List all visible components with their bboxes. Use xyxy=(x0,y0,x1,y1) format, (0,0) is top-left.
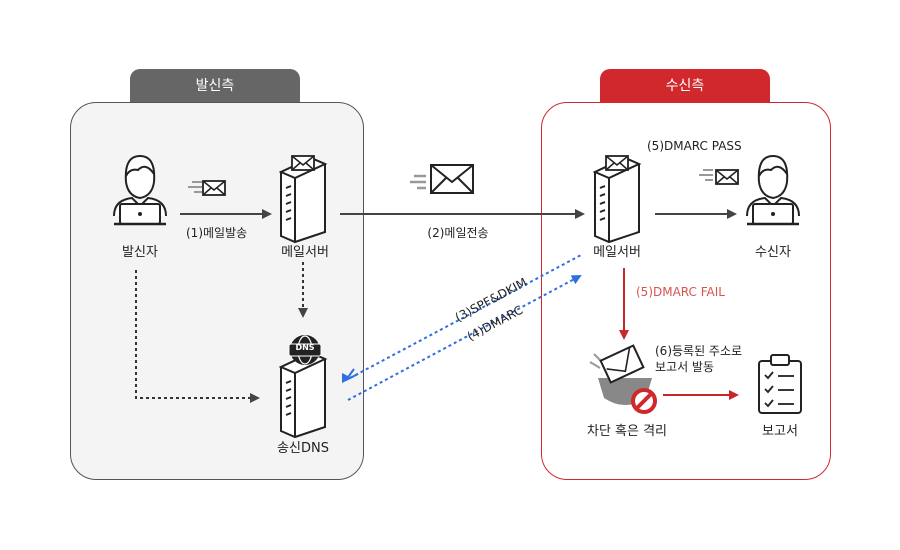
sender-mail-server-label: 메일서버 xyxy=(281,245,329,260)
dmarc-fail-label: (5)DMARC FAIL xyxy=(636,285,725,299)
send-envelope-icon xyxy=(187,180,226,196)
sender-to-dns-arrow xyxy=(135,270,260,403)
sender-side-tab: 발신측 xyxy=(130,69,300,103)
sender-person-icon xyxy=(112,154,168,226)
pass-envelope-icon xyxy=(698,169,739,185)
transfer-envelope-icon xyxy=(410,164,474,194)
receiver-mail-server-icon xyxy=(594,155,640,243)
sender-mail-server-icon xyxy=(280,155,326,243)
dmarc-pass-label: (5)DMARC PASS xyxy=(647,139,742,153)
dns-globe-icon xyxy=(288,335,322,365)
spf-dkim-query-line xyxy=(349,253,584,379)
send-mail-step-label: (1)메일발송 xyxy=(186,226,248,240)
block-label: 차단 혹은 격리 xyxy=(586,424,668,439)
recipient-person-icon xyxy=(745,154,801,226)
recipient-label: 수신자 xyxy=(755,245,791,260)
receiver-side-tab: 수신측 xyxy=(600,69,770,103)
spf-dkim-arrowhead xyxy=(345,368,359,381)
report-step-line1: (6)등록된 주소로 xyxy=(655,344,743,358)
dmarc-query-line xyxy=(347,275,582,401)
block-icon xyxy=(631,388,657,414)
report-step-line2: 보고서 발동 xyxy=(655,360,715,374)
sender-dns-server-icon xyxy=(280,352,326,438)
dns-badge-label: DNS xyxy=(295,343,315,352)
transfer-mail-step-label: (2)메일전송 xyxy=(427,226,489,240)
report-label: 보고서 xyxy=(762,424,798,439)
receiver-mail-server-label: 메일서버 xyxy=(593,245,641,260)
clipboard-icon xyxy=(758,354,802,414)
sender-dns-label: 송신DNS xyxy=(277,441,329,456)
sender-label: 발신자 xyxy=(122,245,158,260)
